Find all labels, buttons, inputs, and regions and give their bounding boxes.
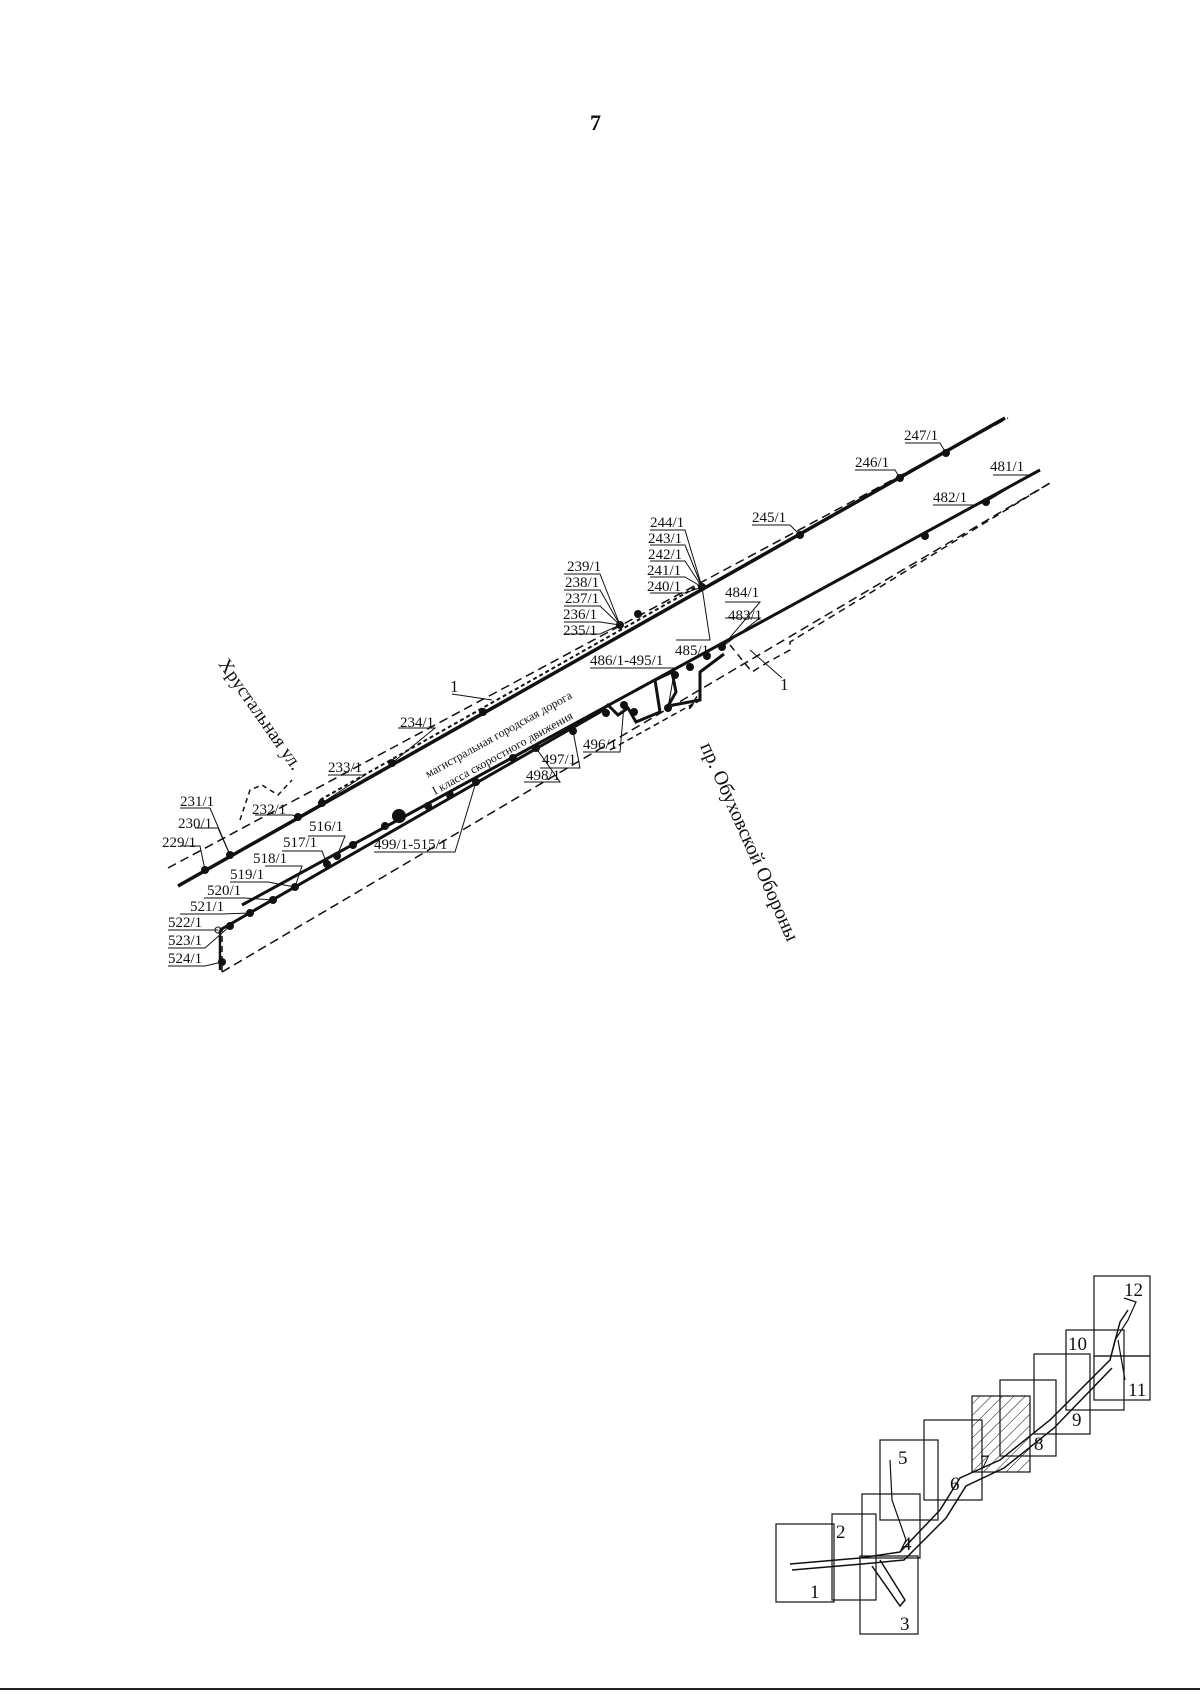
label-482: 482/1 [933,490,967,506]
lower-route [218,468,1051,973]
sheet-2 [831,1513,877,1601]
sheet-label-2: 2 [836,1522,846,1543]
label-230: 230/1 [178,816,212,832]
label-238: 238/1 [565,575,599,591]
label-521: 521/1 [190,899,224,915]
label-235: 235/1 [563,623,597,639]
label-520: 520/1 [207,883,241,899]
upper-main-line [177,416,1006,888]
label-243: 243/1 [648,531,682,547]
sheet-8 [999,1379,1057,1457]
sheet-label-7: 7 [980,1452,990,1473]
label-516: 516/1 [309,819,343,835]
label-247: 247/1 [904,428,938,444]
sheet-label-9: 9 [1072,1410,1082,1431]
label-244: 244/1 [650,515,684,531]
sheet-label-4: 4 [902,1534,912,1555]
sheet-label-5: 5 [898,1448,908,1469]
label-485: 485/1 [675,643,709,659]
label-237: 237/1 [565,591,599,607]
upper-dashed-boundary [167,417,1009,869]
label-236: 236/1 [563,607,597,623]
sheet-label-12: 12 [1124,1280,1143,1301]
sheet-label-11: 11 [1128,1380,1146,1401]
label-499: 499/1-515/1 [374,837,447,853]
label-496: 496/1 [583,737,617,753]
street-obukhovskoy: пр. Обуховской Обороны [695,739,803,945]
label-486: 486/1-495/1 [590,653,663,669]
lower-setback-boundary [729,482,1051,673]
label-498: 498/1 [526,768,560,784]
label-233: 233/1 [328,760,362,776]
label-231: 231/1 [180,794,214,810]
boundary-markers: 1 1 [450,675,789,696]
label-245: 245/1 [752,510,786,526]
marker-label-upper: 1 [450,677,459,696]
sheet-4 [861,1493,921,1559]
label-232: 232/1 [252,802,286,818]
upper-hatched-strip [319,584,701,801]
label-518: 518/1 [253,851,287,867]
label-517: 517/1 [283,835,317,851]
lower-branch-line [219,652,725,932]
sheet-12 [1093,1275,1151,1357]
bottom-rule [0,1688,1200,1690]
sheet-9 [1033,1353,1091,1435]
label-229: 229/1 [162,835,196,851]
sheet-label-1: 1 [810,1582,820,1603]
khrustalnaya-junction [239,779,293,821]
marker-label-lower: 1 [780,675,789,694]
lower-main-line [241,468,1041,907]
label-483: 483/1 [728,608,762,624]
page-number: 7 [590,110,601,135]
sheet-index-labels: 1 2 3 4 5 6 7 8 9 10 11 12 [810,1280,1146,1635]
label-240: 240/1 [647,579,681,595]
label-522: 522/1 [168,915,202,931]
label-241: 241/1 [647,563,681,579]
sheet-5 [879,1439,939,1521]
sheet-label-6: 6 [950,1474,960,1495]
sheet-1 [775,1523,835,1603]
label-234: 234/1 [400,715,434,731]
survey-points [201,449,990,966]
label-246: 246/1 [855,455,889,471]
sheet-3 [859,1555,919,1635]
label-497: 497/1 [542,752,576,768]
label-239: 239/1 [567,559,601,575]
label-524: 524/1 [168,951,202,967]
street-khrustalnaya: Хрустальная ул. [214,655,306,775]
upper-route [167,416,1009,888]
label-519: 519/1 [230,867,264,883]
sheet-index-map [775,1275,1151,1635]
label-242: 242/1 [648,547,682,563]
leader-lines [168,442,1032,967]
label-523: 523/1 [168,933,202,949]
sheet-10 [1065,1329,1125,1411]
label-484: 484/1 [725,585,759,601]
sheet-label-10: 10 [1068,1334,1087,1355]
sheet-label-8: 8 [1034,1434,1044,1455]
lower-dashed-boundary [221,482,1051,973]
label-481: 481/1 [990,459,1024,475]
sheet-label-3: 3 [900,1614,910,1635]
point-labels: 229/1 230/1 231/1 232/1 233/1 234/1 235/… [162,428,1024,967]
